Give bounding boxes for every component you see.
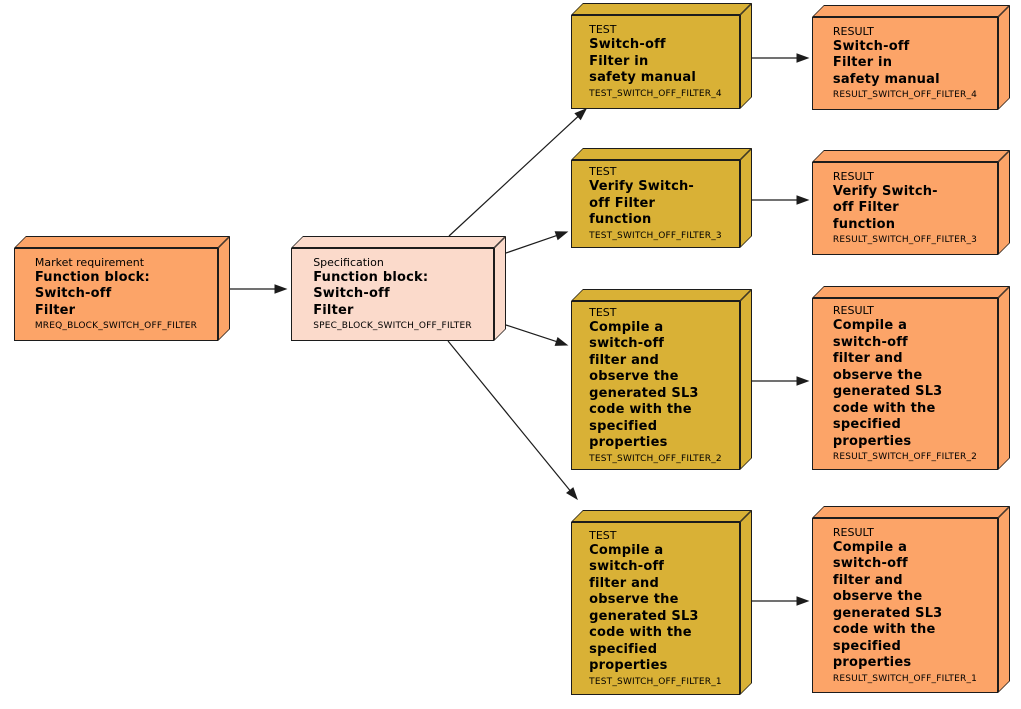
arrowhead-icon [796, 596, 810, 606]
node-top-face [14, 236, 230, 248]
node-specification: Specification Function block: Switch-off… [291, 236, 506, 341]
edge-spec-to-test1 [447, 340, 578, 501]
node-test-3: TEST Verify Switch- off Filter function … [571, 148, 752, 248]
node-front-face: TEST Switch-off Filter in safety manual … [571, 15, 740, 109]
node-side-face [740, 3, 752, 109]
edge-test4-to-result4 [752, 53, 810, 63]
node-front-face: RESULT Compile a switch-off filter and o… [812, 298, 998, 470]
node-top-face [812, 150, 1010, 162]
node-side-face [998, 5, 1010, 110]
edge-test3-to-result3 [752, 195, 810, 205]
node-side-face [998, 506, 1010, 693]
node-result-4: RESULT Switch-off Filter in safety manua… [812, 5, 1010, 110]
node-kind-label: Market requirement [34, 255, 145, 269]
node-title: Switch-off Filter in safety manual [589, 37, 696, 86]
node-front-face: Specification Function block: Switch-off… [291, 248, 494, 341]
node-title: Function block: Switch-off Filter [313, 269, 429, 318]
node-id: RESULT_SWITCH_OFF_FILTER_4 [832, 90, 978, 101]
node-top-face [571, 3, 752, 15]
node-top-face [571, 510, 752, 522]
node-id: TEST_SWITCH_OFF_FILTER_3 [589, 230, 722, 241]
node-front-face: TEST Verify Switch- off Filter function … [571, 160, 740, 248]
edge-spec-to-test2 [505, 324, 569, 346]
node-top-face [291, 236, 506, 248]
node-front-face: RESULT Switch-off Filter in safety manua… [812, 17, 998, 110]
node-side-face [740, 510, 752, 695]
node-id: RESULT_SWITCH_OFF_FILTER_2 [832, 452, 978, 462]
node-id: TEST_SWITCH_OFF_FILTER_2 [589, 453, 722, 464]
node-front-face: RESULT Compile a switch-off filter and o… [812, 518, 998, 693]
node-kind-label: Specification [313, 255, 384, 269]
edge-test1-to-result1 [752, 596, 810, 606]
arrowhead-icon [554, 231, 569, 241]
arrowhead-icon [274, 284, 288, 294]
node-kind-label: TEST [589, 528, 617, 542]
node-kind-label: RESULT [832, 525, 874, 539]
edge-spec-to-test3 [505, 231, 569, 254]
edge-spec-to-test4 [448, 108, 588, 237]
arrowhead-icon [796, 376, 810, 386]
node-front-face: TEST Compile a switch-off filter and obs… [571, 301, 740, 470]
node-market-requirement: Market requirement Function block: Switc… [14, 236, 230, 341]
edge-test2-to-result2 [752, 376, 810, 386]
node-id: TEST_SWITCH_OFF_FILTER_4 [589, 88, 722, 99]
node-front-face: Market requirement Function block: Switc… [14, 248, 218, 341]
node-id: SPEC_BLOCK_SWITCH_OFF_FILTER [313, 321, 472, 332]
node-title: Compile a switch-off filter and observe … [832, 539, 943, 671]
node-title: Compile a switch-off filter and observe … [589, 319, 699, 451]
node-title: Verify Switch- off Filter function [589, 179, 695, 228]
node-top-face [571, 148, 752, 160]
node-test-2: TEST Compile a switch-off filter and obs… [571, 289, 752, 470]
node-kind-label: TEST [589, 165, 617, 179]
node-side-face [998, 286, 1010, 470]
node-side-face [998, 150, 1010, 255]
node-title: Function block: Switch-off Filter [34, 269, 150, 318]
arrowhead-icon [796, 195, 810, 205]
node-test-1: TEST Compile a switch-off filter and obs… [571, 510, 752, 695]
node-kind-label: TEST [589, 305, 617, 319]
node-result-2: RESULT Compile a switch-off filter and o… [812, 286, 1010, 470]
node-kind-label: RESULT [832, 24, 874, 38]
node-front-face: TEST Compile a switch-off filter and obs… [571, 522, 740, 695]
node-side-face [740, 148, 752, 248]
node-title: Compile a switch-off filter and observe … [589, 542, 699, 674]
edge-mreq-to-spec [230, 284, 288, 294]
node-result-1: RESULT Compile a switch-off filter and o… [812, 506, 1010, 693]
arrowhead-icon [566, 487, 578, 501]
node-title: Compile a switch-off filter and observe … [832, 318, 943, 449]
node-kind-label: TEST [589, 23, 617, 37]
node-result-3: RESULT Verify Switch- off Filter functio… [812, 150, 1010, 255]
node-top-face [812, 5, 1010, 17]
arrowhead-icon [574, 108, 588, 121]
node-title: Verify Switch- off Filter function [832, 183, 938, 232]
arrowhead-icon [554, 336, 569, 346]
node-id: TEST_SWITCH_OFF_FILTER_1 [589, 676, 722, 687]
node-top-face [571, 289, 752, 301]
node-top-face [812, 506, 1010, 518]
node-kind-label: RESULT [832, 169, 874, 183]
node-id: RESULT_SWITCH_OFF_FILTER_1 [832, 673, 978, 684]
node-top-face [812, 286, 1010, 298]
node-side-face [740, 289, 752, 470]
node-title: Switch-off Filter in safety manual [832, 38, 940, 87]
node-id: RESULT_SWITCH_OFF_FILTER_3 [832, 235, 978, 246]
node-front-face: RESULT Verify Switch- off Filter functio… [812, 162, 998, 255]
node-test-4: TEST Switch-off Filter in safety manual … [571, 3, 752, 109]
node-side-face [494, 236, 506, 341]
node-side-face [218, 236, 230, 341]
node-id: MREQ_BLOCK_SWITCH_OFF_FILTER [34, 321, 198, 332]
node-kind-label: RESULT [832, 304, 874, 317]
arrowhead-icon [796, 53, 810, 63]
